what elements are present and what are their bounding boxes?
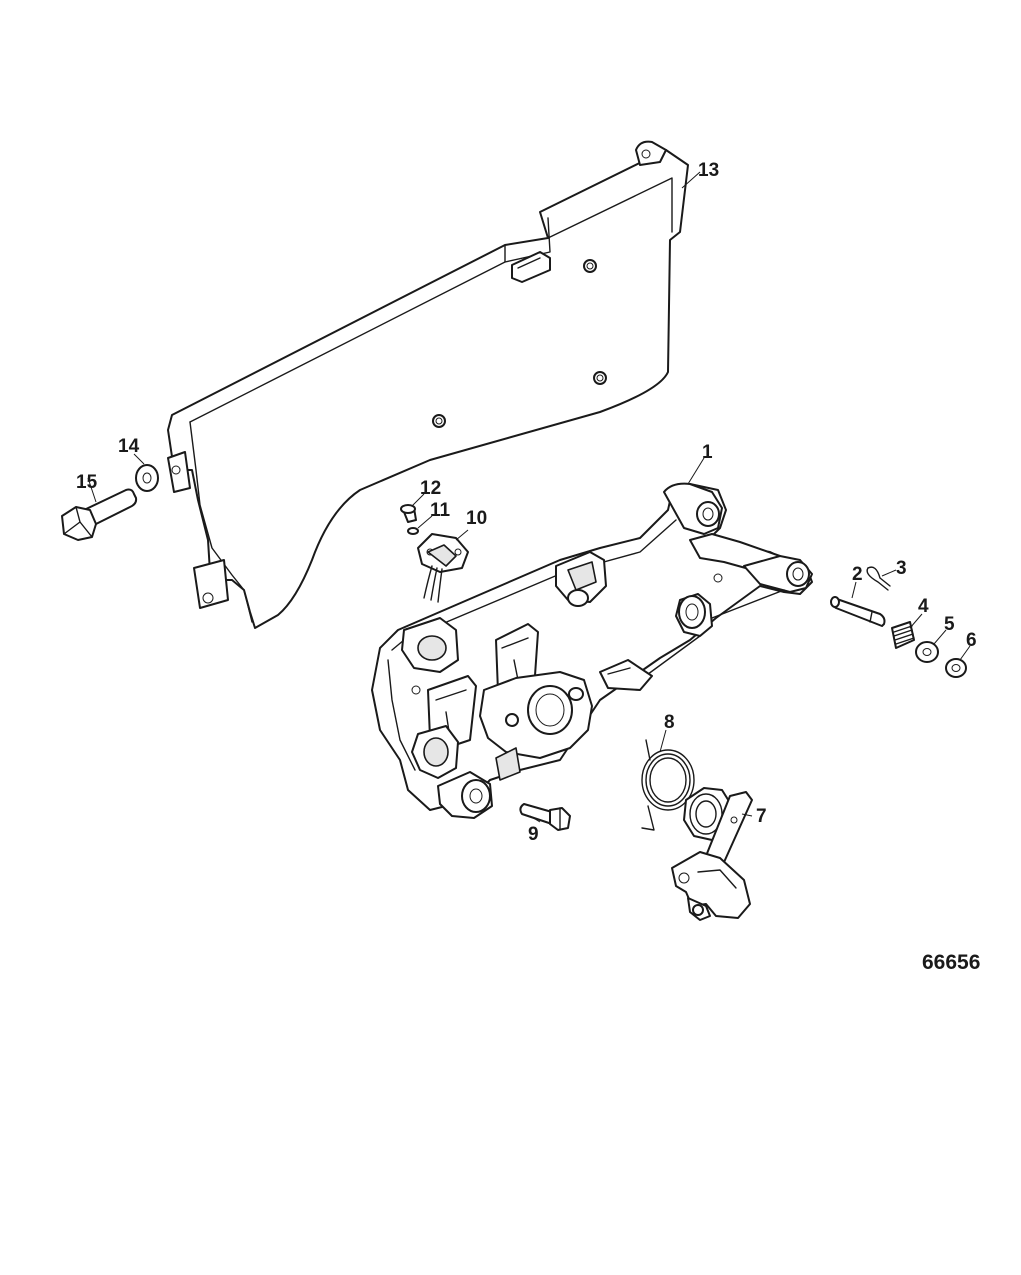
callout-1: 1 [702, 442, 713, 463]
part-15-bolt [61, 488, 138, 541]
part-14-washer [135, 464, 159, 492]
callout-10: 10 [466, 508, 487, 529]
part-12-screw [400, 504, 417, 523]
part-3-cotter-pin [866, 566, 891, 591]
part-10-sensor [417, 533, 469, 603]
part-8-torsion-spring [641, 739, 695, 831]
part-2-pin [830, 596, 886, 627]
figure-number: 66656 [922, 951, 980, 974]
part-13-bracket-plate [167, 140, 689, 629]
part-11-small-washer [407, 527, 419, 535]
part-7-lever-assembly [671, 787, 753, 921]
callout-14: 14 [118, 436, 140, 457]
callout-12: 12 [420, 478, 441, 499]
part-5-washer [915, 641, 939, 663]
callout-15: 15 [76, 472, 98, 493]
callout-labels: 1 2 3 4 5 6 7 8 9 10 11 12 13 14 15 [76, 160, 977, 845]
callout-3: 3 [896, 558, 907, 579]
callout-2: 2 [852, 564, 863, 585]
callout-9: 9 [528, 824, 539, 845]
part-1-housing-frame [371, 482, 813, 819]
callout-7: 7 [756, 806, 767, 827]
part-4-spring [891, 621, 915, 649]
callout-5: 5 [944, 614, 955, 635]
callout-8: 8 [664, 712, 675, 733]
part-9-bolt [519, 803, 571, 831]
callout-6: 6 [966, 630, 977, 651]
callout-4: 4 [918, 596, 929, 617]
callout-13: 13 [698, 160, 719, 181]
callout-11: 11 [430, 500, 451, 521]
leader-lines [87, 171, 971, 823]
part-6-washer [945, 658, 967, 678]
